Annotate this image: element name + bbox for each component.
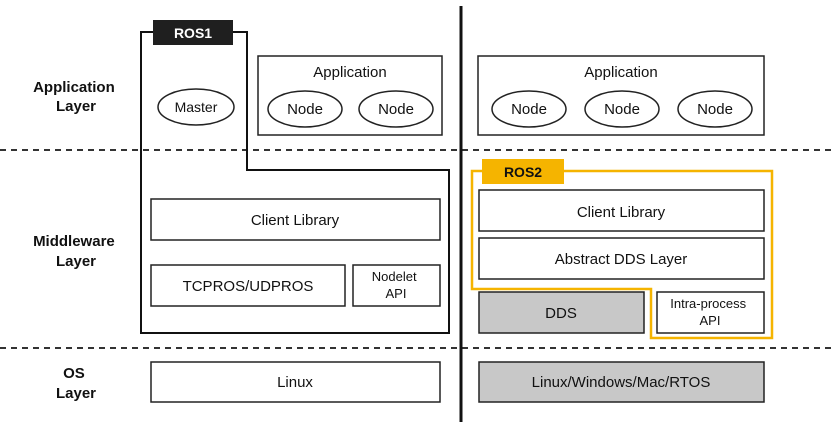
ros2-abstract-dds-box [478,237,765,280]
ros2-node [584,90,660,128]
ros1-master-label: Master [175,99,218,115]
ros2-os-label: Linux/Windows/Mac/RTOS [532,374,711,391]
ros1-tag-label: ROS1 [174,25,212,41]
ros1-transport-box [150,264,346,307]
ros2-node [677,90,753,128]
ros2-tag [482,159,564,184]
ros2-client-library-box [478,189,765,232]
ros2-node-label: Node [697,101,733,118]
ros1-client-library-label: Client Library [251,212,340,229]
ros2-tag-label: ROS2 [504,164,542,180]
ros2-abstract-dds-label: Abstract DDS Layer [555,251,688,268]
ros2-node [491,90,567,128]
ros1-node [358,90,434,128]
ros1-transport-label: TCPROS/UDPROS [183,278,314,295]
ros1-os-label: Linux [277,374,313,391]
os-layer-label: OS Layer [56,365,96,402]
ros2-intra-process-api-label: Intra-process API [670,296,750,328]
ros1-tag [153,20,233,45]
ros2-outline [470,169,774,340]
ros2-node-label: Node [604,101,640,118]
ros2-client-library-label: Client Library [577,204,666,221]
ros1-master-node [157,88,235,126]
ros1-node [267,90,343,128]
ros2-dds-label: DDS [545,305,577,322]
ros1-nodelet-api-label: Nodelet API [372,269,420,301]
ros1-nodelet-api-box [352,264,441,307]
ros1-os-box [150,361,441,403]
ros1-outline [140,31,450,334]
ros2-node-label: Node [511,101,547,118]
ros1-application-title: Application [313,64,386,81]
ros2-intra-process-api-box [656,291,765,334]
application-layer-label: Application Layer [33,79,119,115]
ros2-dds-box [478,291,645,334]
middleware-layer-label: Middleware Layer [33,233,119,270]
ros1-node-label: Node [378,101,414,118]
ros2-os-box [478,361,765,403]
ros1-client-library-box [150,198,441,241]
ros2-application-title: Application [584,64,657,81]
ros1-node-label: Node [287,101,323,118]
